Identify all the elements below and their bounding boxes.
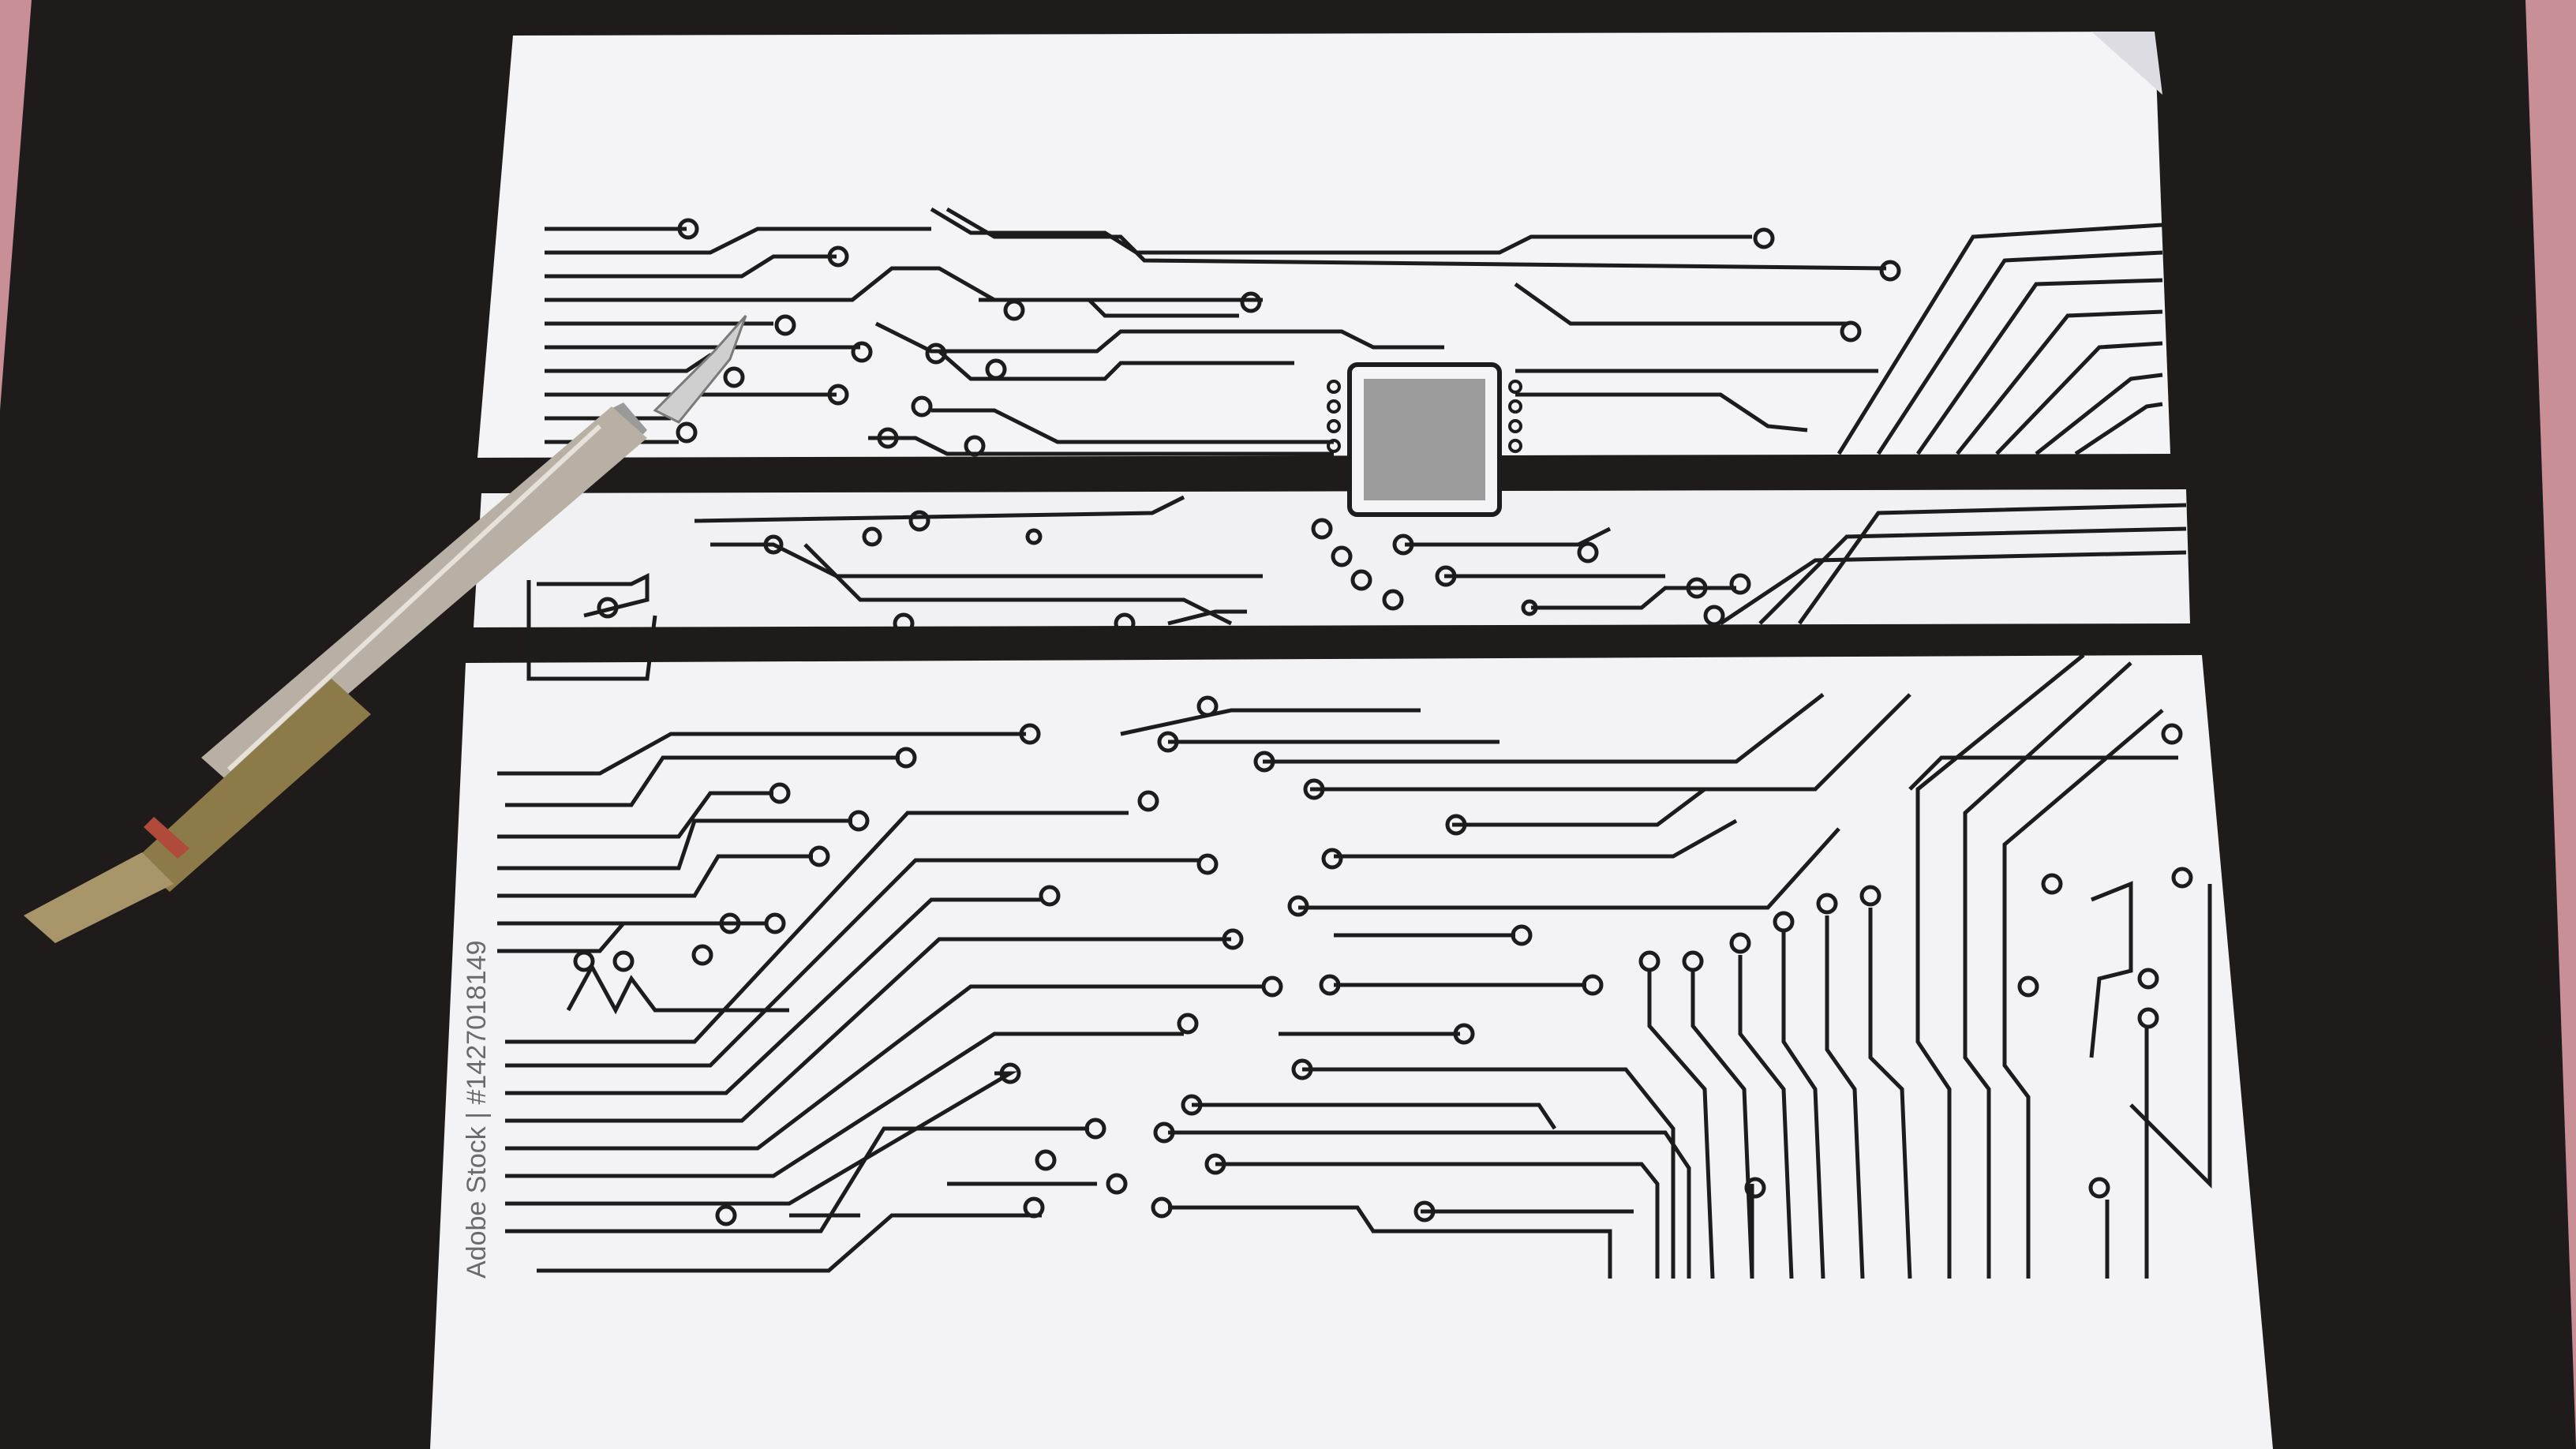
watermark-text: Adobe Stock | #1427018149 xyxy=(462,940,492,1279)
circuit-traces-bottom xyxy=(497,653,2212,1279)
knife-blade xyxy=(653,315,747,424)
microchip-icon xyxy=(1327,362,1522,517)
knife-end xyxy=(24,852,174,943)
paper-strip-top xyxy=(477,32,2170,458)
knife-grip xyxy=(134,679,371,892)
circuit-traces-top xyxy=(545,207,2163,457)
paper-printout xyxy=(430,32,2273,1449)
paper-folded-corner xyxy=(2091,32,2162,95)
paper-strip-bottom xyxy=(430,655,2273,1449)
knife-highlight xyxy=(227,424,602,772)
knife-collar xyxy=(608,402,647,438)
circuit-traces-middle xyxy=(526,495,2187,681)
craft-knife-icon xyxy=(24,315,747,943)
knife-band xyxy=(144,817,189,859)
stock-watermark: Adobe Stock | #1427018149 xyxy=(462,940,492,1279)
